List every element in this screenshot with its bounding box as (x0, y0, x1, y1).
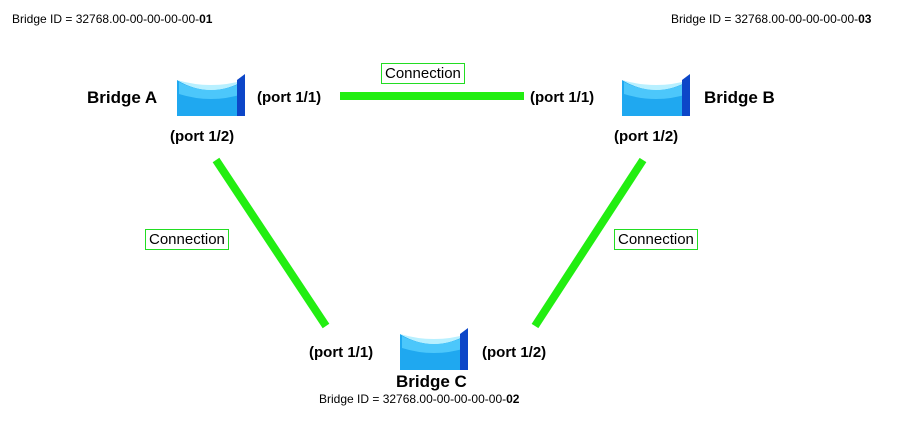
bridge-a-name: Bridge A (87, 88, 158, 107)
bridge-a-port-1-1: (port 1/1) (257, 89, 322, 106)
bridge-icon (177, 74, 245, 116)
bridge-b-port-1-2: (port 1/2) (614, 128, 679, 145)
bridge-a-port-1-2: (port 1/2) (170, 128, 235, 145)
bridge-b-port-1-1: (port 1/1) (530, 89, 595, 106)
bridge-c-name: Bridge C (396, 372, 467, 391)
bridge-icon (622, 74, 690, 116)
connection-label-b-c: Connection (614, 229, 698, 250)
bridge-c-port-1-1: (port 1/1) (309, 344, 374, 361)
connection-label-a-c: Connection (145, 229, 229, 250)
link-b-c (531, 157, 647, 329)
bridge-a-id: Bridge ID = 32768.00-00-00-00-00-01 (12, 12, 213, 26)
bridge-b-name: Bridge B (704, 88, 775, 107)
bridge-b-id: Bridge ID = 32768.00-00-00-00-00-03 (671, 12, 872, 26)
link-a-c (212, 157, 330, 329)
bridge-icon (400, 328, 468, 370)
bridge-c-id: Bridge ID = 32768.00-00-00-00-00-02 (319, 392, 520, 406)
connection-label-a-b: Connection (381, 63, 465, 84)
bridge-c-port-1-2: (port 1/2) (482, 344, 547, 361)
